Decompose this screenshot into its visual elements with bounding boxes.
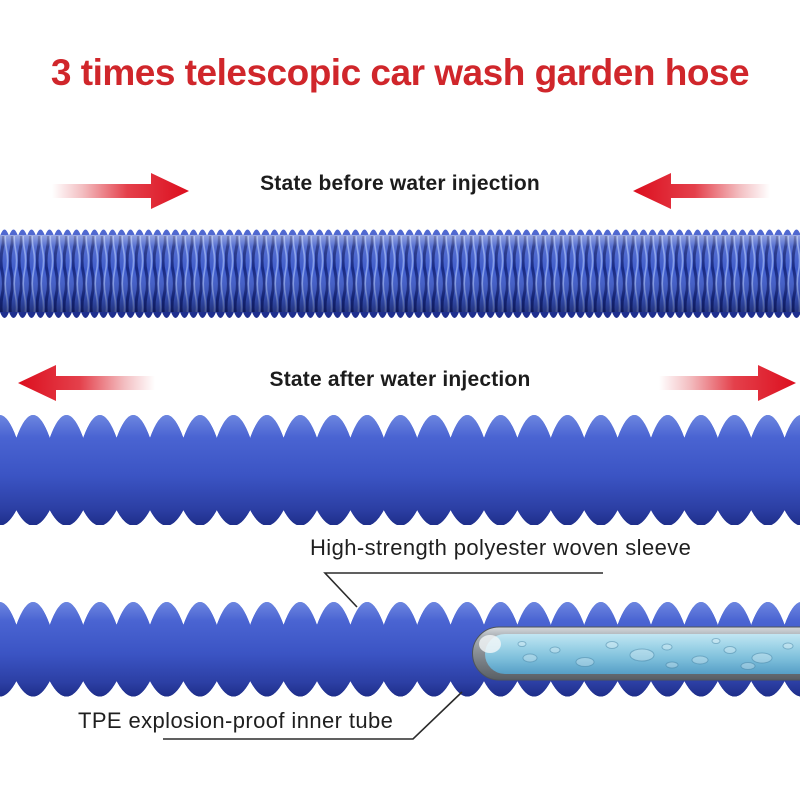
- inner-tube: [472, 626, 800, 681]
- arrow-right-icon: [52, 173, 189, 209]
- expanded-hose-illustration: [0, 415, 800, 525]
- cap-highlight: [479, 635, 501, 653]
- sleeve-label: High-strength polyester woven sleeve: [310, 535, 692, 560]
- arrow-left-icon: [633, 173, 770, 209]
- page-title: 3 times telescopic car wash garden hose: [50, 52, 750, 93]
- compressed-hose-illustration: [0, 228, 800, 318]
- cutaway-hose-illustration: [0, 602, 800, 697]
- state-before-label: State before water injection: [260, 172, 540, 195]
- state-after-label: State after water injection: [269, 368, 531, 391]
- arrow-left-icon: [18, 365, 155, 401]
- arrow-right-icon: [659, 365, 796, 401]
- inner-tube-label: TPE explosion-proof inner tube: [78, 708, 394, 733]
- water-droplets: [517, 638, 794, 670]
